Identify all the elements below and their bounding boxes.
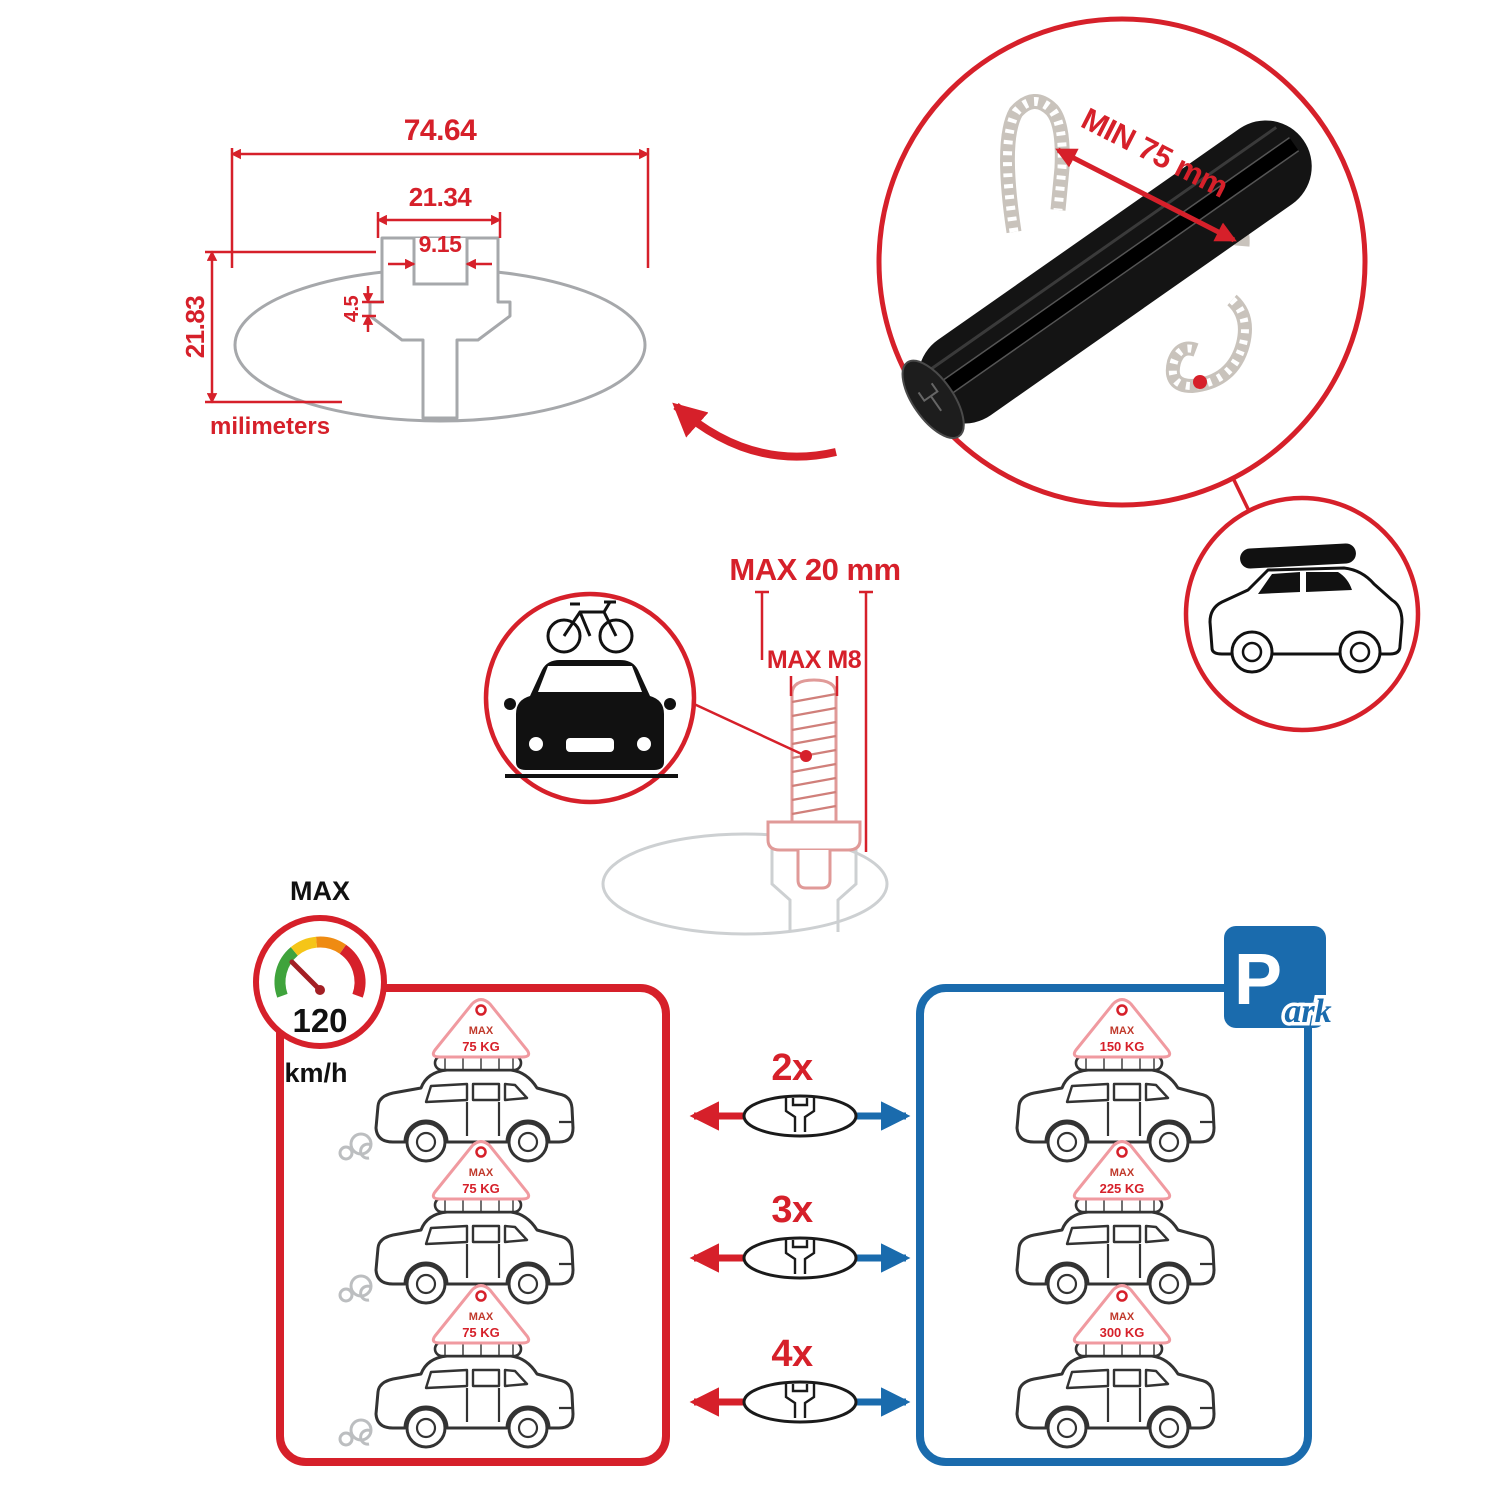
roofbox-car-circle <box>1183 495 1421 733</box>
driving-box-frame <box>276 984 670 1466</box>
suv-rear-wheel <box>1338 630 1382 674</box>
dimension-lines <box>205 148 650 404</box>
circle-connector-line <box>1231 477 1251 512</box>
gauge-arc-yellow <box>290 936 318 956</box>
park-suffix: ark <box>1284 993 1331 1030</box>
park-sign: P ark <box>1224 926 1335 1034</box>
bike-rear-wheel <box>546 618 582 654</box>
bike-icon <box>546 600 634 654</box>
recess-width-value: 21.34 <box>409 182 473 212</box>
suv-front-wheel <box>1230 630 1274 674</box>
detail-pointer-arrow <box>672 402 837 461</box>
groove-edge-bottom <box>941 150 1300 401</box>
parked-box: MAX 150 KG MAX 225 KG MAX 300 KG <box>916 984 1312 1466</box>
exhaust-swirl-3 <box>338 1418 373 1447</box>
car-mirror-left <box>504 698 516 710</box>
end-face-slot <box>917 382 942 412</box>
flag-max-right-1: MAX <box>1110 1025 1135 1037</box>
flag-load-right-3: 300 KG <box>1100 1325 1145 1340</box>
u-bolt-ghost-left <box>1000 94 1070 234</box>
suv-windows <box>1258 572 1352 594</box>
gauge-arc-red <box>339 944 366 998</box>
units-label: milimeters <box>210 413 330 440</box>
qty-row-3: 4x <box>771 1333 813 1375</box>
width-ext-lines <box>760 592 868 852</box>
parked-box-frame <box>916 984 1312 1466</box>
speed-max-label: MAX <box>290 876 350 906</box>
gauge-arc-orange <box>316 936 347 954</box>
u-bolt-ghost-right <box>1165 294 1252 394</box>
car-headlight-right <box>637 737 651 751</box>
t-bolt <box>766 678 862 890</box>
qty-row-1: 2x <box>771 1047 813 1089</box>
flag-load-left-3: 75 KG <box>462 1325 500 1340</box>
ext-lines-total-width <box>230 148 650 268</box>
car-mirror-right <box>664 698 676 710</box>
min-span-arrow <box>1055 147 1237 243</box>
dimension-drawing: 74.64 21.34 9.15 4.5 21.83 milimeters <box>180 114 837 461</box>
exhaust-swirl-1 <box>338 1132 373 1161</box>
gauge-needle <box>289 959 323 993</box>
exhaust-swirl-2 <box>338 1274 373 1303</box>
flag-load-left-1: 75 KG <box>462 1039 500 1054</box>
total-width-value: 74.64 <box>404 114 477 147</box>
crossbar-section-row-1 <box>742 1094 858 1138</box>
speed-unit: km/h <box>284 1058 347 1088</box>
profile-channel <box>368 236 512 420</box>
flag-max-left-2: MAX <box>469 1167 494 1179</box>
gauge-hub <box>315 985 325 995</box>
car-windshield <box>538 666 642 692</box>
parked-car-3 <box>1015 1340 1216 1449</box>
lip-height-value: 4.5 <box>341 295 363 322</box>
bike-frame <box>562 600 618 637</box>
crossbar-detail-circle: MIN 75 mm <box>876 16 1368 512</box>
park-sign-plate <box>1224 926 1326 1028</box>
bolt-shaft <box>790 678 838 824</box>
total-height-value: 21.83 <box>180 296 210 359</box>
bolt-t-foot <box>796 850 832 890</box>
suv-rear-hub <box>1349 641 1371 663</box>
slot-width-value: 9.15 <box>419 231 462 257</box>
flag-load-left-2: 75 KG <box>462 1181 500 1196</box>
suv-front-hub <box>1241 641 1263 663</box>
bolt-threads <box>791 692 837 816</box>
gauge-arcs <box>274 936 366 998</box>
max-width-label: MAX 20 mm <box>729 552 900 587</box>
flag-max-right-2: MAX <box>1110 1167 1135 1179</box>
roof-box <box>1240 543 1356 569</box>
car-plate <box>566 738 614 752</box>
speed-limit-gauge: MAX 120 km/h <box>253 876 387 1088</box>
flag-max-right-3: MAX <box>1110 1311 1135 1323</box>
park-letter: P <box>1234 940 1282 1020</box>
crossbar-section-row-2 <box>742 1236 858 1280</box>
driving-car-3 <box>374 1340 575 1449</box>
u-bolt-ribs <box>1003 97 1067 233</box>
max-thread-label: MAX M8 <box>767 646 862 674</box>
driving-box: MAX 75 KG MAX 75 KG MAX 75 KG <box>276 984 670 1466</box>
bolt-dimension-lines <box>755 590 873 852</box>
qty-row-2: 3x <box>771 1189 813 1231</box>
bike-car-circle <box>483 591 697 805</box>
flag-load-right-1: 150 KG <box>1100 1039 1145 1054</box>
gauge-arc-green <box>274 947 299 998</box>
bike-front-wheel <box>598 618 634 654</box>
ext-lines-height <box>205 250 376 404</box>
bike-pointer-line <box>693 702 807 758</box>
crossbar-section-row-3 <box>742 1380 858 1424</box>
u-bolt-ribs <box>1168 297 1249 391</box>
flag-max-left-3: MAX <box>469 1311 494 1323</box>
thread-ext-lines <box>789 676 839 696</box>
ticks-lip <box>362 300 384 318</box>
bolt-flange <box>766 820 862 852</box>
speed-value: 120 <box>292 1002 347 1039</box>
flag-max-left-1: MAX <box>469 1025 494 1037</box>
bike-pointer-dot <box>800 750 812 762</box>
ghost-profile-slot <box>770 846 858 932</box>
car-headlight-left <box>529 737 543 751</box>
flag-load-right-2: 225 KG <box>1100 1181 1145 1196</box>
bolt-detail: MAX 20 mm MAX M8 <box>601 552 901 936</box>
arrow-rows: 2x 3x 4x <box>689 1047 911 1424</box>
pointer-dot <box>1193 375 1207 389</box>
